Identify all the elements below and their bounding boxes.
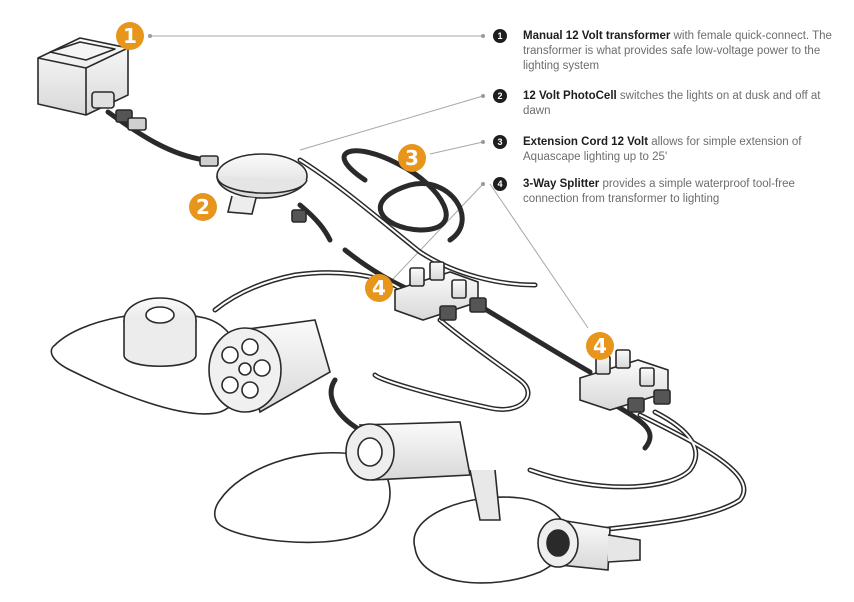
legend-item-name: 12 Volt PhotoCell [523,90,617,102]
leader-lines [150,35,589,329]
legend-item-name: 3-Way Splitter [523,178,600,190]
badge-3-label: 3 [405,146,419,170]
transformer [37,37,147,131]
badge-4-left-label: 4 [372,276,386,300]
badge-2: 2 [189,193,217,221]
spot-light-small [123,297,197,367]
legend-item-transformer: 1 Manual 12 Volt transformer with female… [493,29,843,74]
badge-1: 1 [116,22,144,50]
photocell [199,153,308,223]
badge-1-label: 1 [123,24,137,48]
splitter-right [579,349,671,413]
spot-light-lens [537,518,641,571]
center-light-base-plate [213,451,391,544]
legend-number: 4 [493,177,507,191]
leader-dots [148,34,485,186]
splitter-left [394,261,487,321]
spot-light-medium [345,421,501,521]
legend-number: 2 [493,89,507,103]
legend-item-description: provides a simple waterproof tool-free c… [523,178,795,205]
badge-4-right-label: 4 [593,334,607,358]
legend-number: 1 [493,29,507,43]
legend-item-photocell: 2 12 Volt PhotoCell switches the lights … [493,89,843,119]
badge-4-right: 4 [586,332,614,360]
badge-3: 3 [398,144,426,172]
legend-item-splitter: 4 3-Way Splitter provides a simple water… [493,177,843,207]
legend-item-name: Manual 12 Volt transformer [523,30,671,42]
badge-2-label: 2 [196,195,210,219]
legend-item-name: Extension Cord 12 Volt [523,136,649,148]
legend-item-description: allows for simple extension of Aquascape… [523,136,802,163]
badge-4-left: 4 [365,274,393,302]
legend-number: 3 [493,135,507,149]
spot-light-large [208,319,331,414]
legend-item-description: with female quick-connect. The transform… [523,30,832,72]
legend-item-extension-cord: 3 Extension Cord 12 Volt allows for simp… [493,135,843,165]
legend-item-description: switches the lights on at dusk and off a… [523,90,821,117]
